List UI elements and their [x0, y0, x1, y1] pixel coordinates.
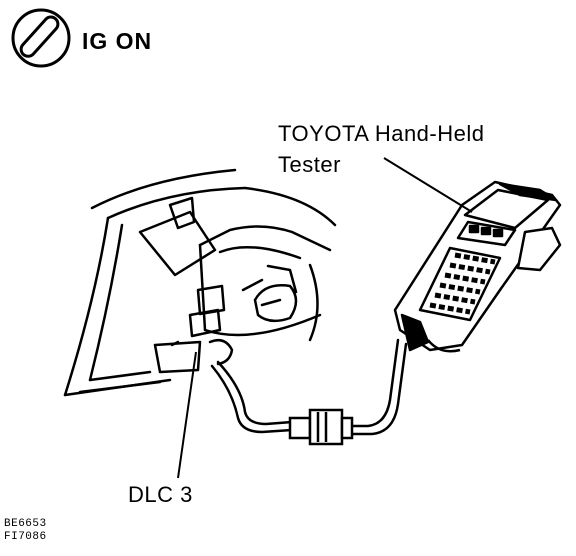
connector-label: DLC 3 [128, 482, 193, 507]
hand-held-tester-illustration [393, 180, 562, 353]
dashboard-illustration [63, 168, 337, 397]
figure-code-2: FI7086 [4, 531, 47, 543]
tester-cable [210, 338, 408, 436]
leader-lines [177, 157, 473, 479]
tester-label-line1: TOYOTA Hand-Held [278, 121, 485, 146]
ignition-key-icon [11, 8, 71, 68]
ignition-label: IG ON [82, 28, 153, 54]
tester-label-line2: Tester [278, 152, 341, 177]
cable-adapter [288, 408, 354, 446]
figure-code-1: BE6653 [4, 518, 47, 530]
